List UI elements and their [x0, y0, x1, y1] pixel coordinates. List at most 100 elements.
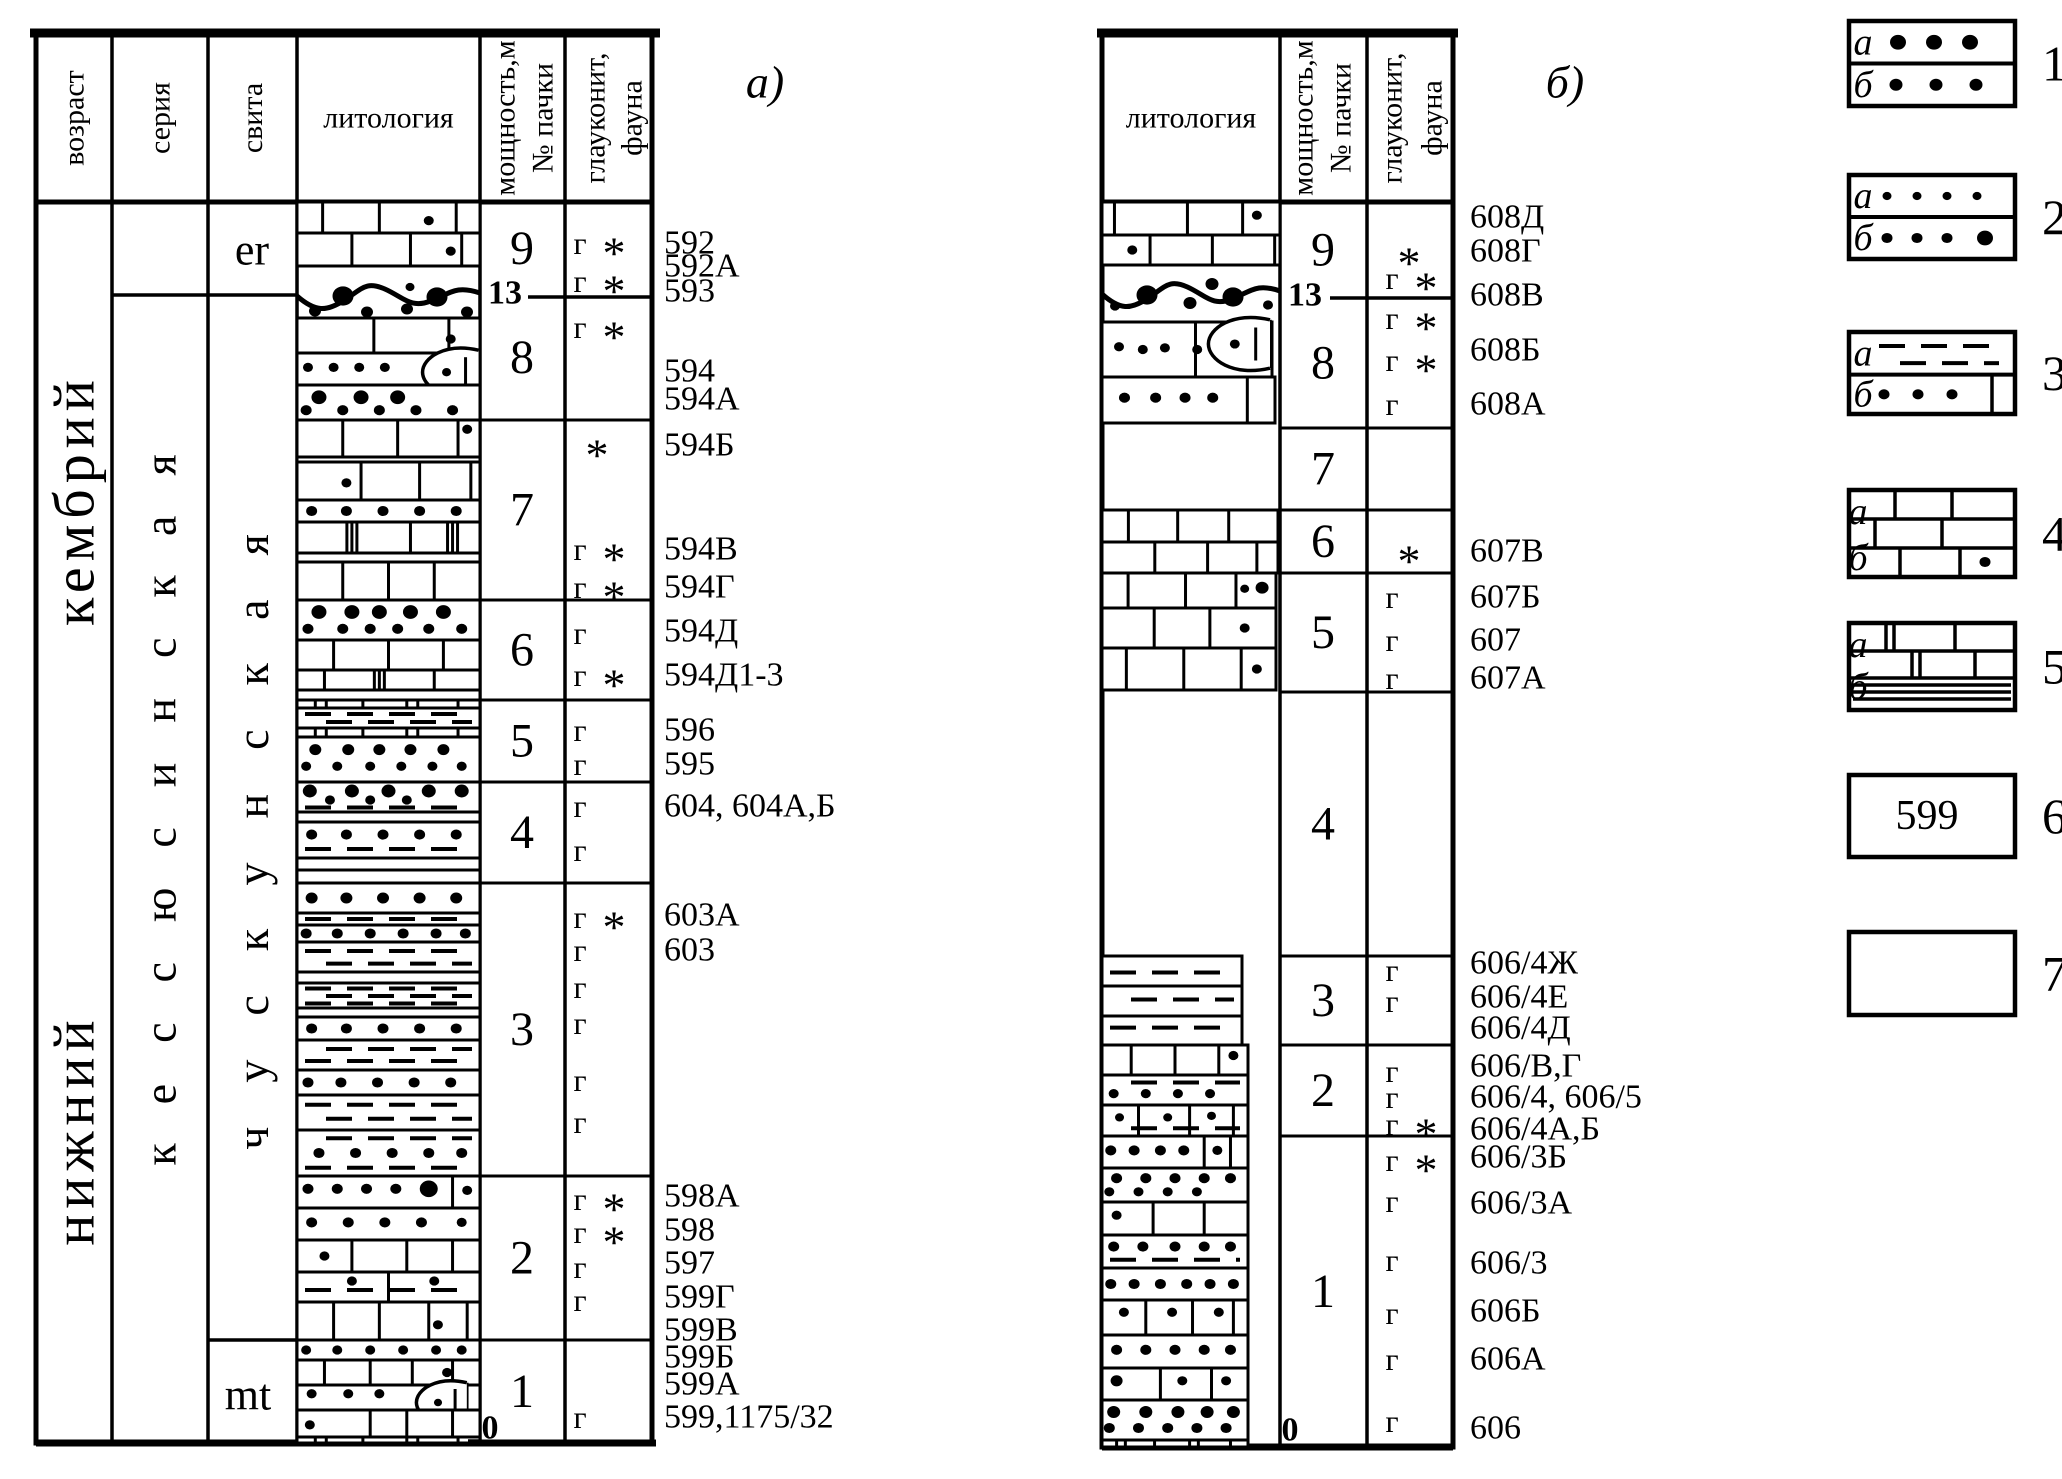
- dot: [1890, 34, 1906, 50]
- packet-number: 6: [1311, 515, 1335, 568]
- dot: [450, 505, 462, 517]
- litho-band: [295, 498, 482, 524]
- dot: [1222, 287, 1244, 307]
- dot: [302, 1077, 314, 1088]
- dot: [311, 605, 327, 619]
- dot: [437, 744, 450, 756]
- litho-band: [295, 911, 482, 927]
- glauconite-mark: г: [573, 1214, 586, 1250]
- dot: [302, 623, 314, 634]
- dot: [306, 1023, 318, 1034]
- base-depth: 0: [1282, 1412, 1299, 1449]
- sample-label: 594А: [664, 381, 740, 418]
- dot: [1946, 389, 1958, 400]
- litho-band: [295, 1128, 482, 1178]
- dot: [1881, 232, 1893, 244]
- litho-band: [295, 856, 482, 872]
- dot: [435, 605, 451, 619]
- dot: [343, 1389, 354, 1399]
- dot: [1150, 392, 1162, 403]
- litho-band: [295, 1093, 482, 1132]
- dot: [1104, 1187, 1115, 1197]
- dot: [306, 829, 318, 840]
- legend-number: 4: [2042, 506, 2062, 562]
- sample-label: 607А: [1470, 660, 1546, 697]
- dot: [377, 505, 389, 517]
- dot: [1251, 210, 1262, 220]
- litho-band: [295, 200, 482, 235]
- litho-band: [295, 735, 482, 784]
- dot: [335, 1077, 347, 1088]
- glauconite-mark: г: [573, 899, 586, 935]
- litho-band: [1100, 1333, 1250, 1370]
- dot: [306, 505, 318, 517]
- dot: [445, 334, 456, 344]
- litho-band: [295, 1068, 482, 1097]
- litho-band: [1100, 606, 1278, 650]
- glauconite-mark: г: [1385, 1341, 1398, 1377]
- sample-label: 592А: [664, 248, 740, 285]
- legend-sub-b: б: [1853, 217, 1874, 259]
- sample-label: 606/3А: [1470, 1185, 1572, 1222]
- sample-label: 604, 604А,Б: [664, 788, 836, 825]
- legend-number: 3: [2042, 345, 2062, 401]
- dot: [450, 829, 462, 840]
- dot: [1105, 1278, 1117, 1290]
- litho-band: [295, 706, 482, 730]
- dot: [344, 605, 360, 619]
- header-packet-no: № пачки: [1325, 63, 1358, 173]
- glauconite-mark: г: [1385, 1295, 1398, 1331]
- dot: [459, 928, 471, 939]
- dot: [365, 761, 376, 771]
- glauconite-mark: г: [573, 969, 586, 1005]
- dot: [372, 1077, 384, 1088]
- dot: [1882, 191, 1892, 201]
- sample-label: 606/4А,Б: [1470, 1111, 1600, 1148]
- sample-label: 608А: [1470, 386, 1546, 423]
- dot: [1979, 556, 1991, 568]
- litho-band: [295, 820, 482, 860]
- glauconite-mark: г: [1385, 952, 1398, 988]
- glauconite-mark: г: [573, 932, 586, 968]
- legend-number: 5: [2042, 639, 2062, 695]
- dot: [313, 1147, 325, 1159]
- litho-band: [1100, 200, 1282, 237]
- dot: [1178, 1145, 1190, 1156]
- litho-band: [1100, 540, 1280, 575]
- dot: [1140, 1344, 1152, 1355]
- dot: [442, 1367, 453, 1378]
- dot: [1240, 584, 1250, 593]
- sample-label: 603: [664, 932, 715, 969]
- dot: [456, 1217, 467, 1227]
- dot: [1128, 1145, 1140, 1156]
- dot: [364, 928, 376, 939]
- fauna-mark: *: [603, 660, 626, 711]
- dot: [396, 761, 407, 771]
- dot: [332, 761, 343, 771]
- dot: [332, 286, 354, 306]
- dot: [431, 1345, 442, 1355]
- litho-band: [1100, 1438, 1250, 1449]
- unconformity-wavy-line: [295, 282, 481, 318]
- dot: [337, 405, 349, 416]
- figure-label-a: а): [746, 57, 784, 108]
- dot: [350, 1147, 362, 1159]
- dot: [419, 1180, 438, 1198]
- dot: [301, 761, 312, 771]
- age-top: кембрий: [42, 374, 107, 626]
- litho-band: [295, 1408, 482, 1439]
- dot: [300, 405, 312, 416]
- fauna-mark: *: [603, 266, 626, 317]
- dot: [365, 795, 376, 805]
- glauconite-mark: г: [573, 1181, 586, 1217]
- header-lithology: литология: [323, 102, 454, 135]
- fauna-mark: *: [1415, 303, 1438, 354]
- glauconite-mark: г: [1385, 1142, 1398, 1178]
- packet-number: 4: [1311, 798, 1335, 851]
- dot: [309, 305, 321, 317]
- dot: [454, 784, 469, 798]
- dot: [447, 405, 459, 416]
- litho-band: [1100, 1103, 1250, 1138]
